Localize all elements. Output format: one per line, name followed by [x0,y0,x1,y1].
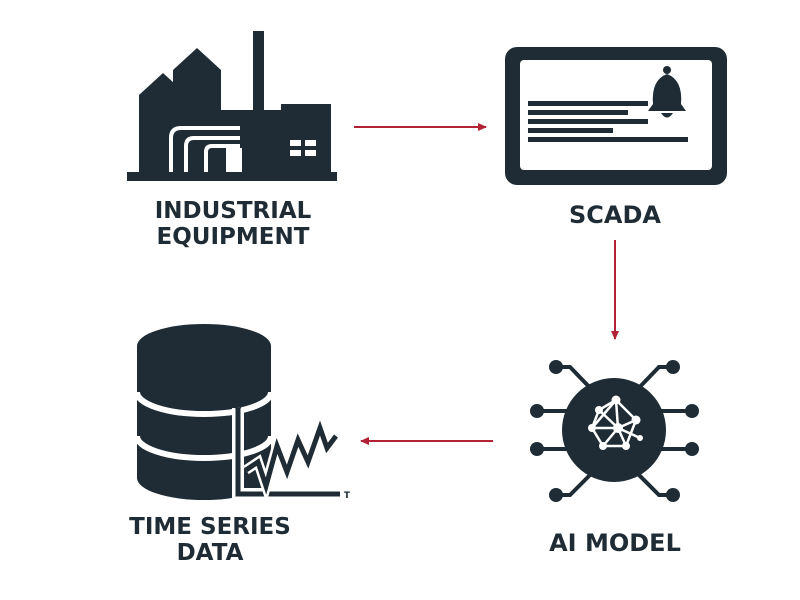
bell-icon [648,66,686,118]
industrial-equipment-label-line1: INDUSTRIAL [154,198,312,224]
monitor-bell-icon [505,47,727,185]
scada-label: SCADA [500,202,730,228]
ai-chip-icon [530,360,699,502]
database-icon [134,324,274,500]
ai-model-label-text: AI MODEL [549,529,681,557]
industrial-equipment-label: INDUSTRIAL EQUIPMENT [108,198,358,250]
industrial-equipment-label-line2: EQUIPMENT [156,224,310,250]
factory-icon [127,31,337,181]
ai-model-label: AI MODEL [500,530,730,556]
time-series-data-label-line2: DATA [176,540,244,566]
chart-t-axis-letter: T [344,491,351,501]
scada-label-text: SCADA [569,201,661,229]
line-chart-icon [232,408,340,504]
time-series-data-label: TIME SERIES DATA [85,514,335,566]
time-series-data-label-line1: TIME SERIES [129,514,291,540]
chart-y-axis-letter: Y [234,407,242,417]
